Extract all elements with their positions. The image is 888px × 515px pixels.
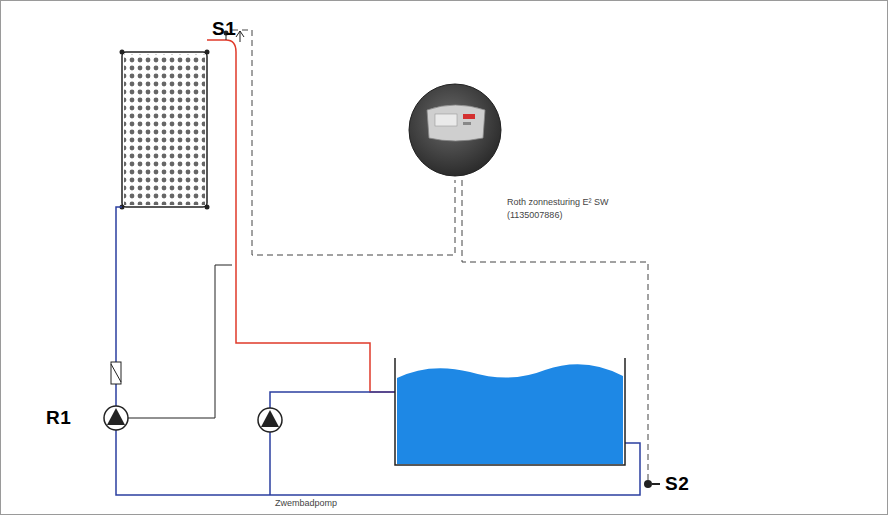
pump-symbol (104, 406, 128, 430)
control-wire (128, 265, 232, 418)
check-valve (111, 362, 121, 384)
return-pipe (116, 207, 640, 495)
pool (395, 358, 625, 465)
solar-collector (120, 50, 210, 210)
pump-label: Zwembadpomp (275, 498, 337, 508)
sensor-label: S1 (212, 18, 236, 40)
supply-pipe (207, 40, 395, 392)
pump-symbol (258, 408, 282, 432)
sensor-symbol (644, 480, 660, 488)
controller-label: Roth zonnesturing E² SW (1135007886) (507, 196, 637, 222)
controller-image (405, 80, 515, 190)
sensor-label: S2 (665, 473, 689, 495)
pump-label: R1 (46, 407, 71, 429)
controller: Roth zonnesturing E² SW (1135007886) (405, 80, 645, 230)
pool-pipe (270, 392, 395, 495)
